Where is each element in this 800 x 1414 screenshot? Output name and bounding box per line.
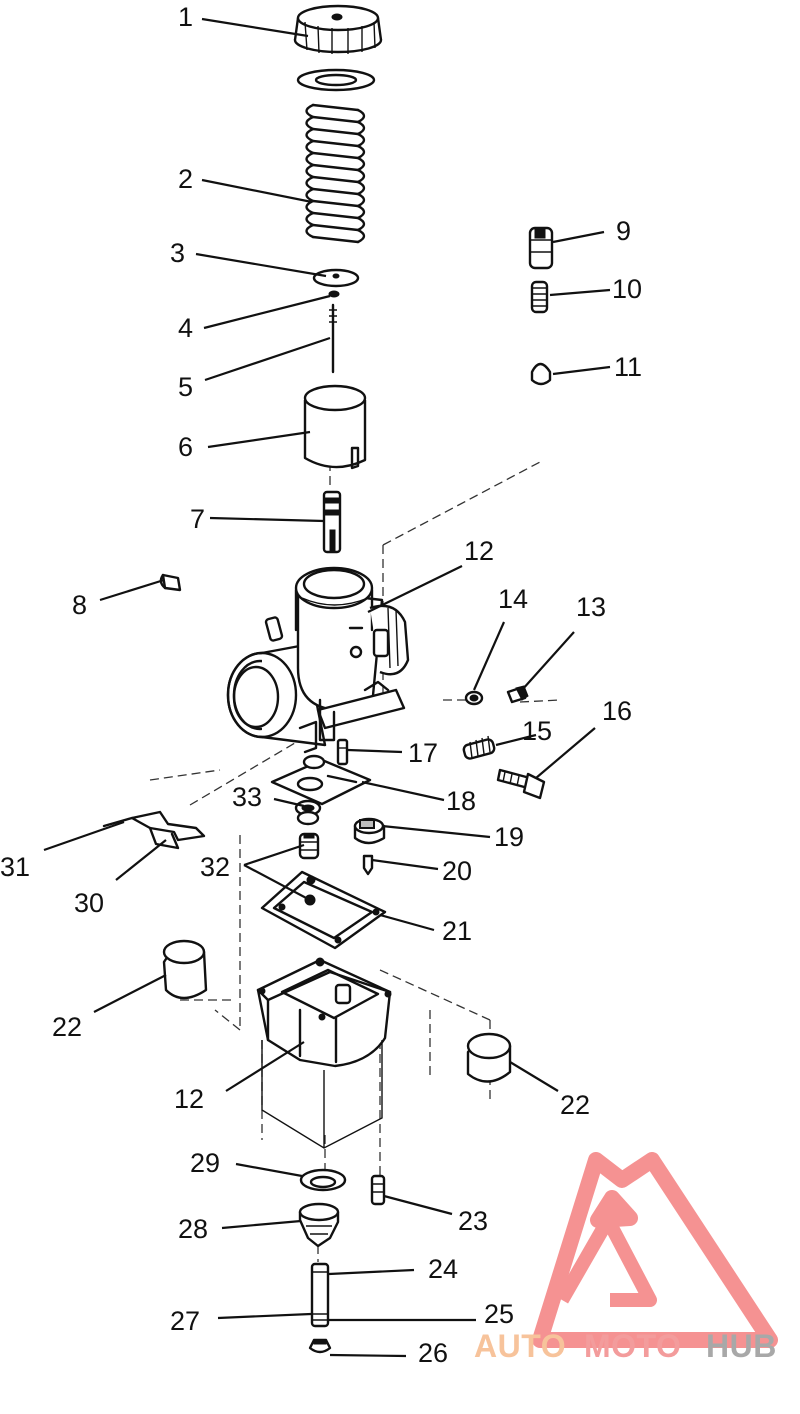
- adjuster-screw: [506, 685, 529, 704]
- part-label-23: 23: [458, 1206, 488, 1236]
- part-label-13: 13: [576, 592, 606, 622]
- needle-retainer-plate: [312, 268, 360, 288]
- air-screw-body: [528, 226, 554, 270]
- float-left: [162, 939, 208, 1000]
- part-label-30: 30: [74, 888, 104, 918]
- air-screw-cap: [530, 362, 552, 386]
- part-label-22-left: 22: [52, 1012, 82, 1042]
- cable-bracket: [102, 810, 206, 850]
- part-labels: 1 2 3 4 5 6 7 8 9 10 11 12 12 13 14 15 1…: [0, 2, 642, 1368]
- top-cap: [293, 4, 383, 54]
- cap-washer: [296, 68, 376, 92]
- automotohub-watermark: AUTO MOTO HUB: [474, 1152, 778, 1364]
- part-label-5: 5: [178, 372, 193, 402]
- part-label-3: 3: [170, 238, 185, 268]
- part-label-15: 15: [522, 716, 552, 746]
- part-label-32: 32: [200, 852, 230, 882]
- part-label-19: 19: [494, 822, 524, 852]
- part-label-16: 16: [602, 696, 632, 726]
- jet-needle: [329, 303, 337, 374]
- part-label-17: 17: [408, 738, 438, 768]
- part-label-11: 11: [614, 352, 642, 382]
- float-arm: [353, 817, 386, 845]
- o-ring: [464, 690, 484, 706]
- part-label-24: 24: [428, 1254, 458, 1284]
- spring: [305, 103, 366, 244]
- needle-clip: [328, 290, 340, 298]
- part-label-12-body: 12: [464, 536, 494, 566]
- part-label-18: 18: [446, 786, 476, 816]
- drain-washer: [299, 1168, 347, 1192]
- air-screw-spring: [530, 280, 549, 314]
- main-jet-holder: [296, 810, 320, 860]
- part-label-2: 2: [178, 164, 193, 194]
- float-pin: [336, 738, 349, 766]
- part-label-12-bowl: 12: [174, 1084, 204, 1114]
- part-label-31: 31: [0, 852, 30, 882]
- part-label-28: 28: [178, 1214, 208, 1244]
- watermark-word-hub: HUB: [706, 1328, 777, 1364]
- pilot-screw: [159, 573, 182, 592]
- drain-plug: [298, 1202, 340, 1248]
- part-label-8: 8: [72, 590, 87, 620]
- watermark-inner-mark-icon: [555, 1213, 657, 1307]
- bowl-screw: [370, 1174, 386, 1206]
- part-label-33: 33: [232, 782, 262, 812]
- emulsion-tube: [310, 1262, 330, 1328]
- part-label-9: 9: [616, 216, 631, 246]
- part-label-22-right: 22: [560, 1090, 590, 1120]
- watermark-word-moto: MOTO: [584, 1328, 681, 1364]
- float-needle: [362, 854, 374, 876]
- part-label-29: 29: [190, 1148, 220, 1178]
- part-label-25: 25: [484, 1299, 514, 1329]
- throttle-slide: [303, 384, 367, 470]
- needle-jet: [322, 490, 342, 554]
- carburetor-body: [226, 566, 410, 754]
- part-label-26: 26: [418, 1338, 448, 1368]
- watermark-word-auto: AUTO: [474, 1328, 566, 1364]
- part-label-6: 6: [178, 432, 193, 462]
- part-label-1: 1: [178, 2, 193, 32]
- part-label-7: 7: [190, 504, 205, 534]
- float-bowl: [256, 957, 392, 1149]
- part-label-10: 10: [612, 274, 642, 304]
- part-label-4: 4: [178, 313, 193, 343]
- part-label-20: 20: [442, 856, 472, 886]
- idle-adjust-screw: [496, 768, 546, 800]
- leader-lines: [43, 17, 611, 1358]
- watermark-triangle-icon: [532, 1152, 778, 1348]
- float-valve-plate: [270, 754, 372, 806]
- main-jet: [308, 1338, 332, 1354]
- part-label-27: 27: [170, 1306, 200, 1336]
- float-right: [466, 1032, 512, 1083]
- part-label-14: 14: [498, 584, 528, 614]
- part-label-21: 21: [442, 916, 472, 946]
- idle-spring: [462, 735, 496, 760]
